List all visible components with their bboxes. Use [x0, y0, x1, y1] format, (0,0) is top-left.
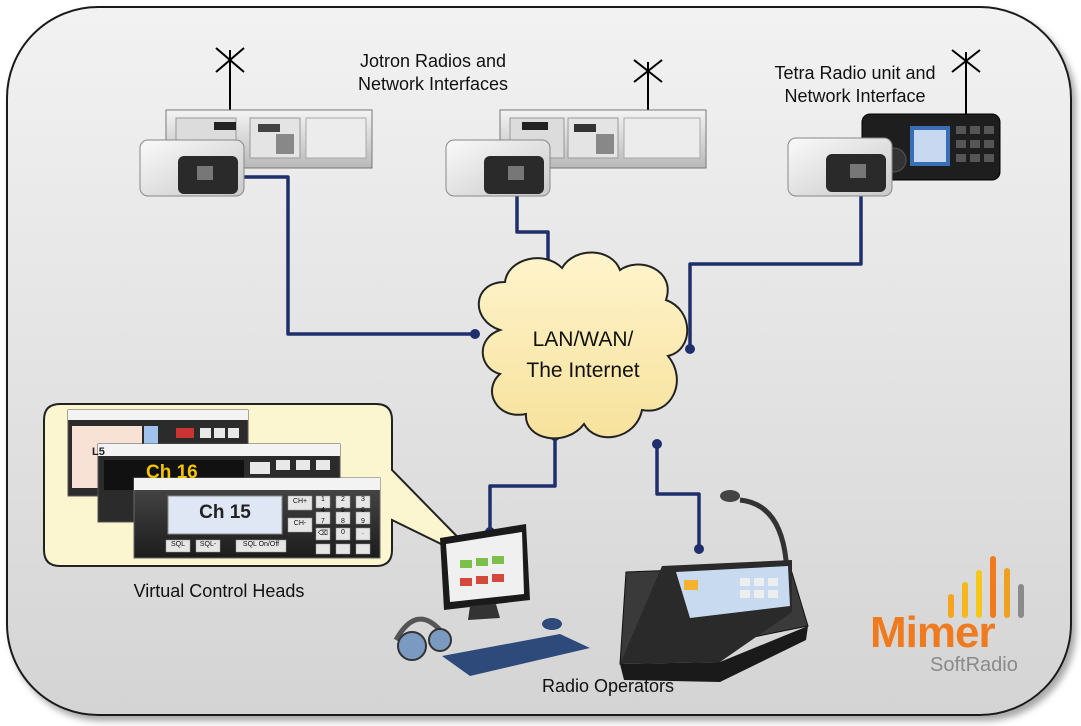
jotron-label: Jotron Radios and Network Interfaces: [338, 50, 528, 96]
link-console: [655, 444, 701, 549]
network-interface-box-2: [445, 139, 551, 197]
operator-desk-console: [619, 490, 809, 682]
cloud-label-line2: The Internet: [526, 359, 640, 382]
keypad-key[interactable]: 1: [321, 496, 325, 503]
cloud-label: LAN/WAN/ The Internet: [494, 324, 672, 386]
endpoint-dot: [694, 544, 704, 554]
mimer-logo-text: Mimer: [870, 608, 996, 657]
link-pc: [488, 436, 557, 532]
operator-pc-workstation: [393, 524, 590, 676]
back-channel-display: L5: [92, 446, 105, 458]
antennas: [215, 47, 981, 118]
antenna-icon: [215, 47, 245, 110]
control-head-window-front: [133, 477, 381, 559]
network-interface-box-1: [139, 139, 245, 197]
keypad-key[interactable]: 2: [341, 496, 345, 503]
keypad-key[interactable]: .: [362, 529, 364, 536]
keypad: 1 2 3 4 5 6 7 8 9 ⌫ 0 .: [316, 496, 372, 537]
tetra-label: Tetra Radio unit and Network Interface: [752, 62, 958, 108]
tetra-label-line2: Network Interface: [784, 86, 926, 106]
antenna-icon: [951, 49, 981, 118]
jotron-label-line2: Network Interfaces: [357, 74, 509, 94]
keypad-key[interactable]: 5: [341, 507, 345, 514]
endpoint-dot: [652, 439, 662, 449]
network-interface-box-3: [787, 137, 893, 197]
virtual-control-heads-label: Virtual Control Heads: [133, 581, 305, 601]
jotron-label-line1: Jotron Radios and: [359, 51, 507, 71]
keypad-key[interactable]: 0: [341, 529, 345, 536]
tetra-label-line1: Tetra Radio unit and: [774, 63, 936, 83]
keypad-key[interactable]: 6: [361, 507, 365, 514]
keypad-key[interactable]: 3: [361, 496, 365, 503]
keypad-key[interactable]: 4: [321, 507, 325, 514]
middle-channel-display: Ch 16: [146, 462, 198, 483]
endpoint-dot: [685, 344, 695, 354]
softradio-logo-text: SoftRadio: [930, 654, 1018, 676]
cloud-label-line1: LAN/WAN/: [532, 328, 634, 351]
endpoint-dot: [470, 329, 480, 339]
sql-onoff-button[interactable]: SQL On/Off: [242, 541, 280, 548]
keypad-key[interactable]: 7: [321, 518, 325, 525]
headset-icon: [393, 616, 442, 642]
network-cloud: [477, 251, 689, 440]
radio-operators-label: Radio Operators: [541, 676, 675, 696]
ch-minus-button[interactable]: CH-: [293, 520, 307, 527]
keypad-key[interactable]: 8: [341, 518, 345, 525]
link-tetra: [688, 176, 863, 349]
tetra-radio-unit: [861, 113, 1001, 181]
link-jotron-1: [205, 175, 475, 336]
mimer-logo-icon: [948, 556, 1024, 618]
antenna-icon: [633, 59, 663, 110]
front-channel-display: Ch 15: [199, 502, 251, 523]
sql-minus-button[interactable]: SQL-: [199, 541, 217, 548]
link-jotron-2: [515, 178, 550, 283]
ch-plus-button[interactable]: CH+: [292, 498, 308, 505]
keypad-key[interactable]: 9: [361, 518, 365, 525]
keypad-key[interactable]: ⌫: [318, 530, 328, 537]
sql-button[interactable]: SQL: [170, 541, 185, 548]
